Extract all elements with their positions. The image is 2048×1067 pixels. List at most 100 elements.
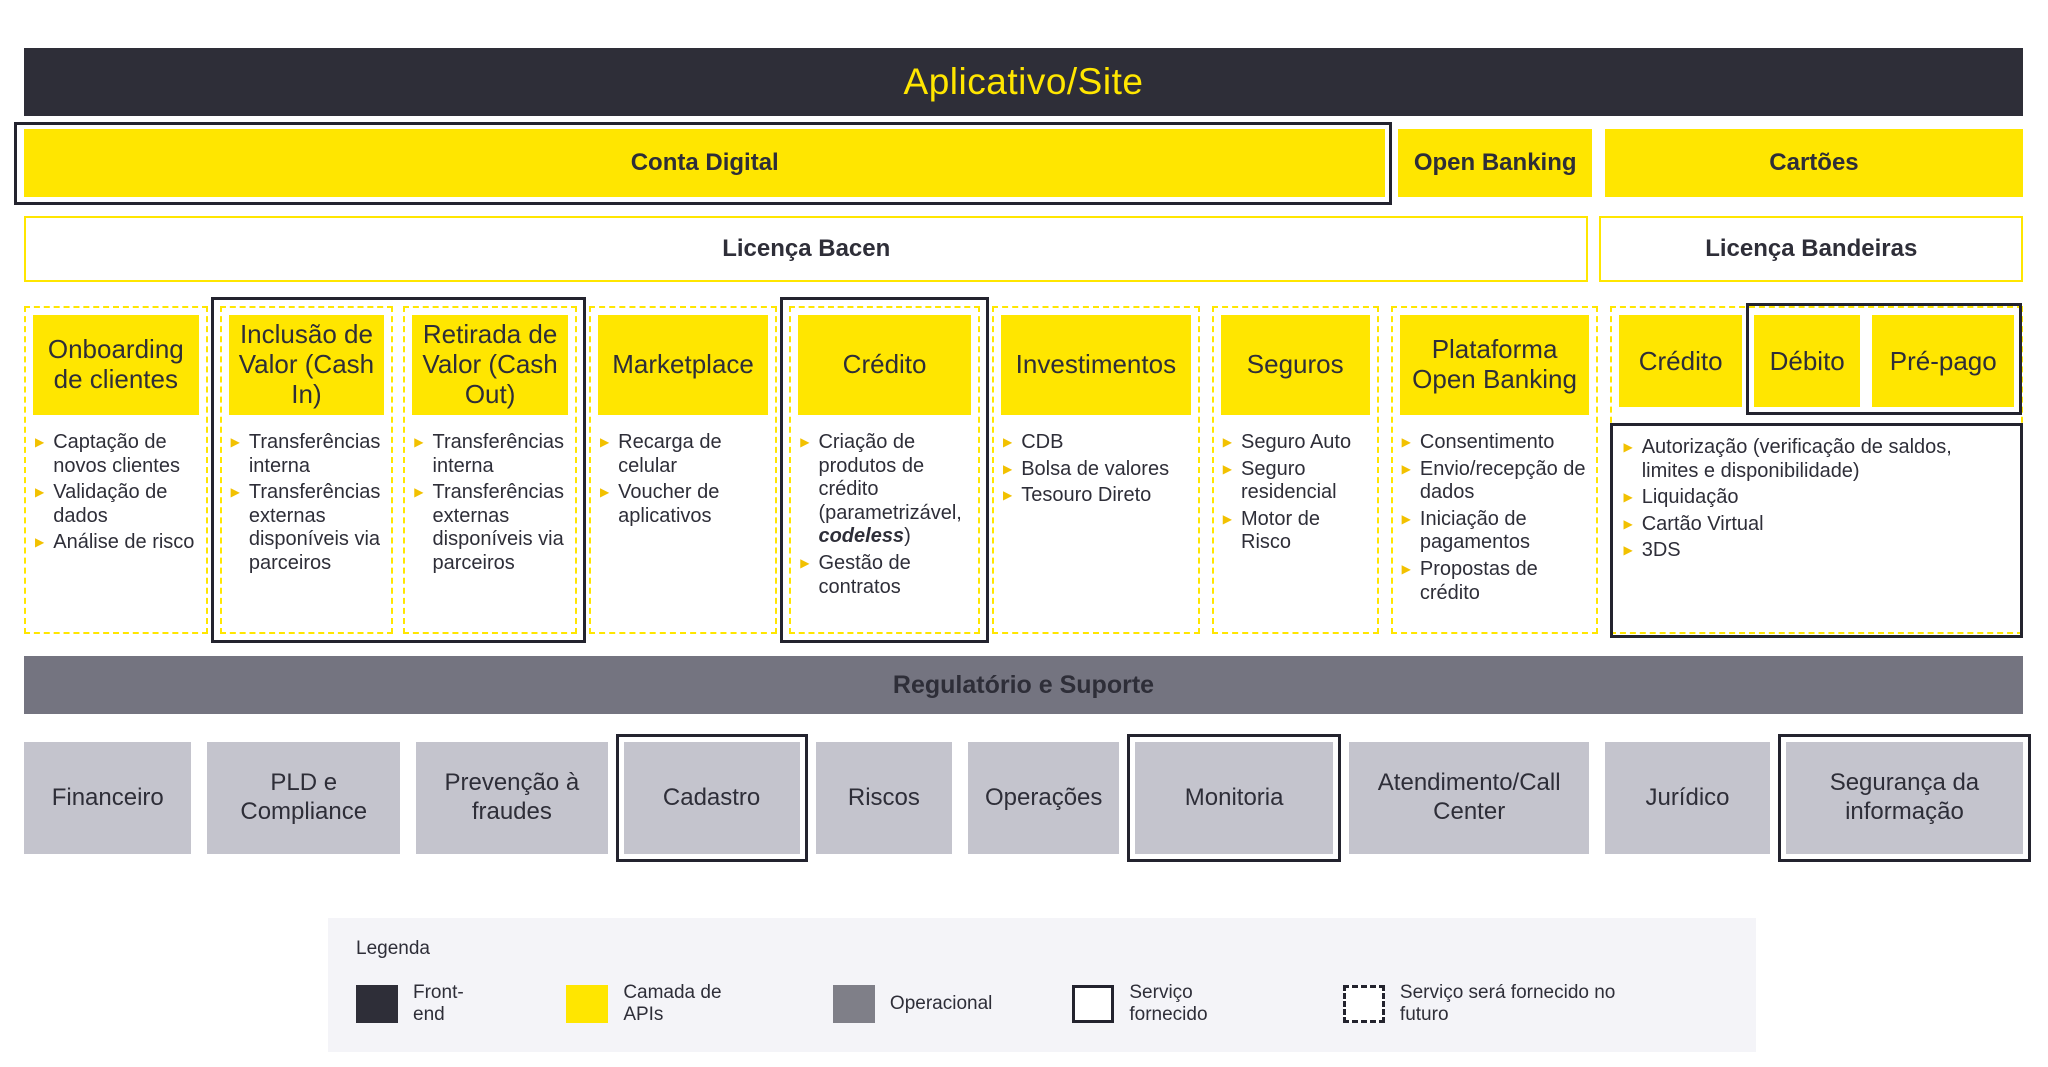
bullet-list: ▶ Transferências interna▶Transferências e… (229, 431, 385, 576)
ops-box: Jurídico (1605, 742, 1770, 854)
bullet-item: ▶ Cartão Virtual (1623, 513, 2010, 537)
bullet-text: Propostas de crédito (1419, 557, 1538, 604)
ops-box-label: Operações (984, 783, 1103, 811)
bullet-item: ▶3DS (1623, 539, 2010, 563)
ops-box-label: PLD e Compliance (240, 769, 368, 825)
bullet-arrow-icon: ▶ (1222, 511, 1233, 526)
legend-label: Serviço fornecido (1129, 982, 1208, 1025)
channel-conta-digital: Conta Digital (13, 122, 1393, 205)
ops-box-label: Cadastro (662, 783, 761, 811)
bullet-text: Transferências interna (432, 431, 565, 477)
bullet-arrow-icon: ▶ (35, 485, 45, 500)
ops-box-label: Segurança da informação (1829, 769, 1980, 825)
ops-box-label: Monitoria (1184, 783, 1284, 811)
ops-box-label: Prevenção à fraudes (444, 769, 580, 825)
bullet-arrow-icon: ▶ (1401, 511, 1411, 526)
license-bandeiras: Licença Bandeiras (1599, 216, 2023, 282)
bullet-text: Cartão Virtual (1641, 512, 1764, 535)
api-band: Onboarding de clientes ▶Captação de novo… (24, 297, 2023, 643)
cartoes-headers: Crédito Débito Pré-pago (1619, 303, 2023, 415)
group-credito: Crédito ▶Criação de produtos de crédito … (780, 297, 989, 643)
bullet-item: ▶Transferências externas disponíveis via… (414, 481, 566, 575)
bullet-arrow-icon: ▶ (35, 535, 45, 550)
bullet-arrow-icon: ▶ (1222, 461, 1233, 476)
bullet-arrow-icon: ▶ (1401, 461, 1411, 476)
card-header-pre-pago: Pré-pago (1872, 315, 2014, 407)
bullet-arrow-icon: ▶ (1623, 543, 1633, 558)
bullet-item: ▶ Transferências interna (231, 431, 383, 478)
bullet-arrow-icon: ▶ (230, 435, 240, 449)
bullet-arrow-icon: ▶ (414, 485, 424, 500)
bullet-text: Voucher de aplicativos (618, 481, 720, 527)
legend-swatch-operacional (832, 985, 875, 1023)
bullet-arrow-icon: ▶ (1401, 561, 1411, 576)
group-cartoes: Crédito Débito Pré-pago ▶Autorização (ve… (1610, 303, 2023, 638)
bullet-text: Captação de novos clientes (53, 431, 180, 477)
regulatory-support-bar: Regulatório e Suporte (24, 656, 2023, 714)
bullet-item: ▶Motor de Risco (1223, 508, 1368, 555)
column-onboarding: Onboarding de clientes ▶Captação de novo… (24, 306, 208, 634)
bullet-arrow-icon: ▶ (800, 555, 810, 570)
bullet-item: ▶ Captação de novos clientes (35, 431, 197, 478)
bullet-item: ▶Análise de risco (35, 531, 197, 555)
bullet-item: ▶CDB (1003, 431, 1189, 455)
column-header: Retirada de Valor (Cash Out) (412, 315, 568, 415)
column-cash-in: Inclusão de Valor (Cash In) ▶Transferênc… (219, 306, 394, 634)
bullet-arrow-icon: ▶ (599, 485, 610, 500)
legend-label: Front-end (413, 982, 464, 1025)
legend-item: Front-end (356, 982, 486, 1026)
bullet-text: Iniciação de pagamentos (1419, 507, 1530, 554)
column-header: Crédito (798, 315, 971, 415)
column-seguros: Seguros ▶Seguro Auto▶Seguro residencial▶… (1211, 306, 1379, 634)
channel-open-banking: Open Banking (1398, 129, 1592, 197)
license-label: Licença Bacen (722, 235, 891, 262)
legend-item: Serviço será fornecido no futuro (1342, 982, 1648, 1026)
bullet-text: Transferências interna (248, 431, 381, 477)
bullet-text: Gestão de contratos (818, 551, 911, 598)
bullet-item: ▶Autorização (verificação de saldos, lim… (1623, 436, 2010, 483)
legend-item: Camada de APIs (566, 982, 753, 1026)
ops-box: Operações (968, 742, 1120, 854)
bullet-list: ▶ Captação de novos clientes ▶ Validação de… (33, 431, 199, 555)
bullet-text: Bolsa de valores (1021, 457, 1170, 480)
ops-box: Monitoria (1127, 734, 1342, 862)
ops-box-label: Financeiro (51, 783, 164, 811)
bullet-arrow-icon: ▶ (1623, 440, 1633, 454)
channel-label: Cartões (1769, 149, 1859, 176)
card-header-debito: Débito (1753, 315, 1861, 407)
legend-label: Serviço será fornecido no futuro (1399, 982, 1616, 1025)
bullet-text: Validação de dados (53, 481, 168, 527)
app-site-title: Aplicativo/Site (903, 61, 1144, 102)
bullet-item: ▶Transferências interna (414, 431, 566, 478)
channels-row: Conta Digital Open Banking Cartões (13, 122, 2023, 205)
ops-box: Cadastro (615, 734, 808, 862)
license-label: Licença Bandeiras (1705, 235, 1918, 262)
bullet-arrow-icon: ▶ (1623, 516, 1633, 531)
bullet-list: ▶Consentimento▶Envio/recepção de dados▶I… (1400, 431, 1590, 605)
column-plataforma-open-banking: Plataforma Open Banking ▶Consentimento▶E… (1390, 306, 1599, 634)
ops-box-label: Riscos (847, 783, 920, 811)
ops-box: Segurança da informação (1777, 734, 2032, 862)
bullet-text: Tesouro Direto (1021, 484, 1152, 507)
legend-swatch-front-end (356, 985, 398, 1023)
channel-label: Open Banking (1413, 149, 1577, 176)
bullet-item: ▶Envio/recepção de dados (1402, 458, 1588, 505)
bullet-list: ▶Recarga de celular▶Voucher de aplicativ… (598, 431, 768, 528)
bullet-item: ▶Transferências externas disponíveis via… (231, 481, 383, 575)
legend-swatch-dashed-border (1342, 985, 1385, 1023)
column-cash-out: Retirada de Valor (Cash Out) ▶Transferên… (403, 306, 577, 634)
ops-box: Atendimento/Call Center (1349, 742, 1590, 854)
legend-swatch-solid-border (1072, 985, 1115, 1023)
bullet-text: Liquidação (1641, 486, 1739, 509)
bullet-list: ▶Seguro Auto▶Seguro residencial▶Motor de… (1221, 431, 1370, 555)
diagram-content: Aplicativo/Site Conta Digital Open Banki… (13, 48, 2032, 1052)
bullet-item: ▶Liquidação (1623, 486, 2010, 510)
column-investimentos: Investimentos ▶CDB▶Bolsa de valores▶Teso… (991, 306, 1200, 634)
licenses-row: Licença Bacen Licença Bandeiras (24, 216, 2023, 282)
cartoes-services-box: ▶Autorização (verificação de saldos, lim… (1610, 423, 2023, 638)
bullet-arrow-icon: ▶ (35, 435, 45, 449)
column-credito: Crédito ▶Criação de produtos de crédito … (789, 306, 980, 634)
column-header: Marketplace (597, 315, 769, 415)
legend-label: Operacional (889, 993, 993, 1014)
